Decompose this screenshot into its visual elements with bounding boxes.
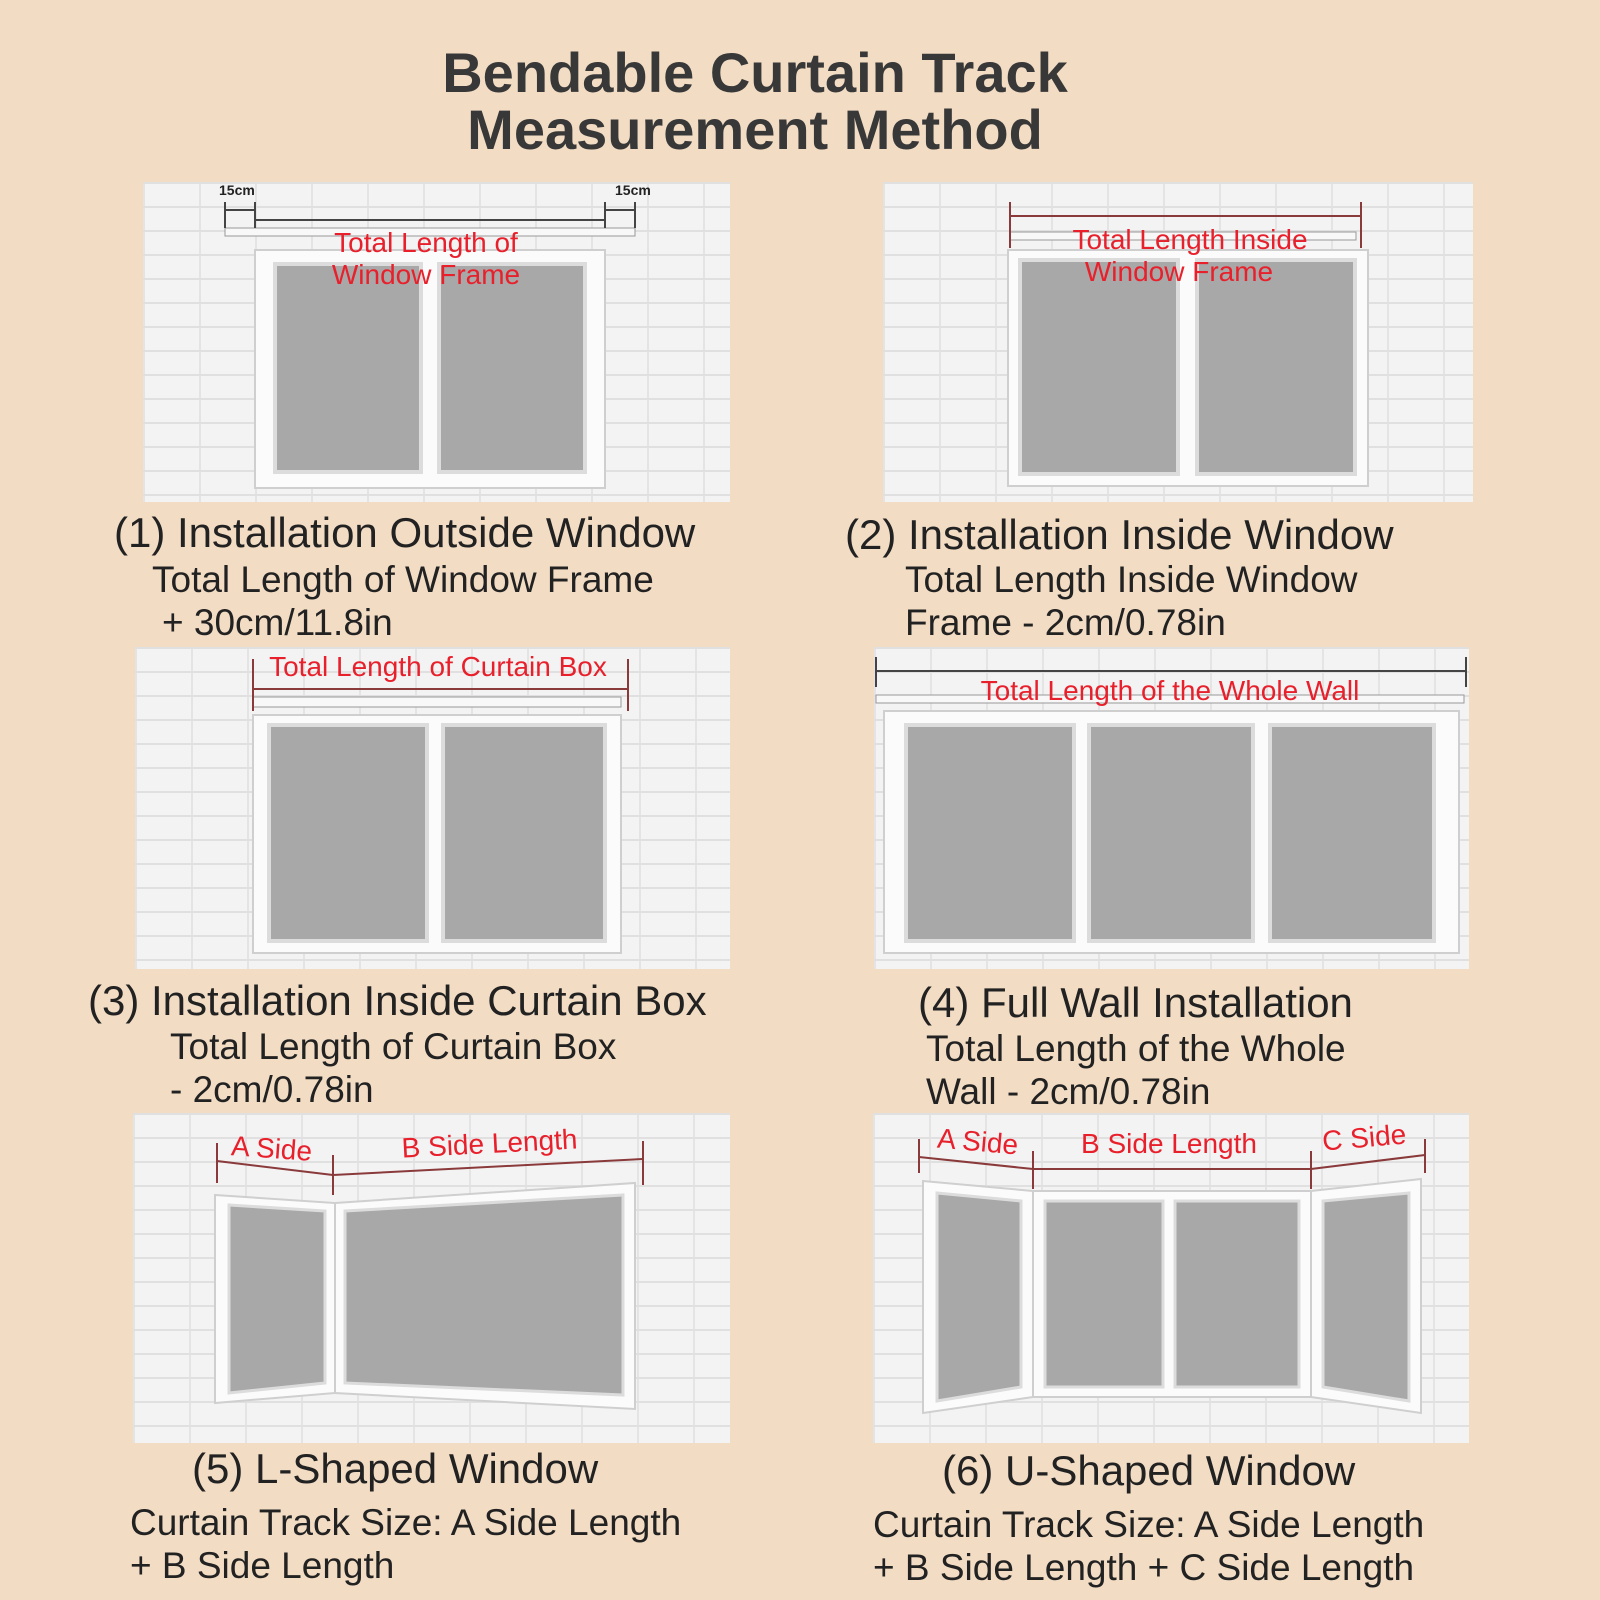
measure-lines [1009, 202, 1362, 248]
caption-2: (2) Installation Inside Window [845, 511, 1394, 558]
caption-4: (4) Full Wall Installation [918, 979, 1353, 1026]
window-glass-c [1321, 1191, 1411, 1403]
label-a-side: A Side [936, 1123, 1019, 1161]
annotation-line1: Total Length of the Whole Wall [981, 675, 1360, 706]
annotation-line1: Total Length of Curtain Box [269, 651, 607, 682]
diagram-u-shaped: A Side B Side Length C Side [873, 1113, 1469, 1443]
window-glass-middle [1087, 723, 1255, 943]
window-glass-right [441, 723, 607, 943]
detail-3-line1: Total Length of Curtain Box [170, 1026, 617, 1067]
curtain-rod [875, 694, 1465, 704]
annotation-line1: Total Length Inside [1072, 224, 1307, 255]
window-glass-a [227, 1203, 327, 1395]
page-title-line1: Bendable Curtain Track [442, 41, 1068, 104]
detail-6-line2: + B Side Length + C Side Length [873, 1547, 1415, 1588]
label-a-side: A Side [230, 1130, 313, 1167]
window-glass-b-left [1043, 1199, 1165, 1389]
window-glass-left [904, 723, 1076, 943]
window-glass-right [1195, 258, 1357, 476]
window-glass-right [1268, 723, 1436, 943]
diagram-outside-window: 15cm 15cm Total Length of Window Frame [143, 182, 730, 502]
caption-1: (1) Installation Outside Window [114, 509, 696, 556]
window-glass-left [267, 723, 429, 943]
detail-4-line2: Wall - 2cm/0.78in [926, 1071, 1211, 1112]
measure-lines [918, 1139, 1426, 1189]
measure-lines [252, 659, 629, 711]
detail-1-line2: + 30cm/11.8in [162, 602, 393, 643]
measure-lines [875, 657, 1467, 687]
window-glass-b-right [1173, 1199, 1301, 1389]
diagram-l-shaped: A Side B Side Length [133, 1113, 730, 1443]
label-b-side: B Side Length [1081, 1128, 1257, 1159]
diagram-inside-window: Total Length Inside Window Frame [883, 182, 1473, 502]
annotation-line2: Window Frame [332, 259, 520, 290]
detail-5-line2: + B Side Length [130, 1545, 395, 1586]
detail-2-line1: Total Length Inside Window [905, 559, 1358, 600]
caption-3: (3) Installation Inside Curtain Box [88, 977, 707, 1024]
detail-1-line1: Total Length of Window Frame [152, 559, 654, 600]
detail-3-line2: - 2cm/0.78in [170, 1069, 374, 1110]
label-c-side: C Side [1321, 1118, 1407, 1156]
curtain-rod [224, 227, 636, 237]
window-glass-b [343, 1193, 625, 1397]
diagram-curtain-box: Total Length of Curtain Box [135, 647, 730, 969]
caption-5: (5) L-Shaped Window [192, 1445, 599, 1492]
detail-4-line1: Total Length of the Whole [926, 1028, 1346, 1069]
annotation-line1: Total Length of [334, 227, 518, 258]
detail-2-line2: Frame - 2cm/0.78in [905, 602, 1226, 643]
window-glass-right [437, 262, 587, 474]
window-glass-left [273, 262, 423, 474]
label-15cm-left: 15cm [219, 182, 255, 198]
label-b-side: B Side Length [401, 1123, 578, 1163]
measure-lines [224, 202, 636, 228]
diagram-full-wall: Total Length of the Whole Wall [874, 647, 1469, 969]
measure-lines [216, 1141, 644, 1195]
detail-5-line1: Curtain Track Size: A Side Length [130, 1502, 682, 1543]
window-glass-a [935, 1191, 1023, 1403]
page-title-line2: Measurement Method [467, 98, 1043, 161]
window-glass-left [1018, 258, 1180, 476]
label-15cm-right: 15cm [615, 182, 651, 198]
detail-6-line1: Curtain Track Size: A Side Length [873, 1504, 1425, 1545]
curtain-rod [252, 696, 622, 708]
caption-6: (6) U-Shaped Window [942, 1447, 1356, 1494]
annotation-line2: Window Frame [1085, 256, 1273, 287]
